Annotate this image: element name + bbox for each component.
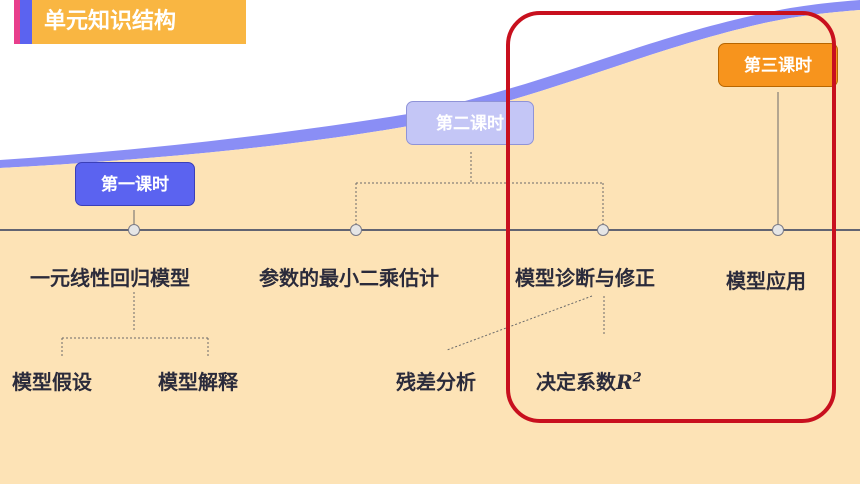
highlight-frame (506, 11, 836, 423)
r-squared-symbol: R2 (616, 370, 642, 394)
period-2-box: 第二课时 (406, 101, 534, 145)
timeline-node-3 (597, 224, 609, 236)
subtopic-r2-text: 决定系数 (536, 370, 616, 394)
topic-model-application: 模型应用 (726, 269, 806, 293)
timeline-node-2 (350, 224, 362, 236)
subtopic-model-interpretation: 模型解释 (158, 370, 238, 394)
period-1-box: 第一课时 (75, 162, 195, 206)
subtopic-model-assumption: 模型假设 (12, 370, 92, 394)
topic-model-diagnosis: 模型诊断与修正 (515, 266, 655, 290)
shaded-area (0, 10, 860, 484)
timeline-node-1 (128, 224, 140, 236)
subtopic-coefficient-of-determination: 决定系数R2 (536, 366, 642, 395)
connector-topic3-residual (446, 295, 593, 351)
curve-band (0, 0, 860, 168)
subtopic-residual-analysis: 残差分析 (396, 370, 476, 394)
period-3-box: 第三课时 (718, 43, 838, 87)
header-stripe-pink (14, 0, 20, 44)
header-stripe-white (0, 0, 14, 44)
topic-least-squares: 参数的最小二乘估计 (259, 266, 439, 290)
timeline-node-4 (772, 224, 784, 236)
topic-linear-regression-model: 一元线性回归模型 (30, 266, 190, 290)
header-stripe-blue (20, 0, 32, 44)
page-title: 单元知识结构 (32, 0, 246, 44)
